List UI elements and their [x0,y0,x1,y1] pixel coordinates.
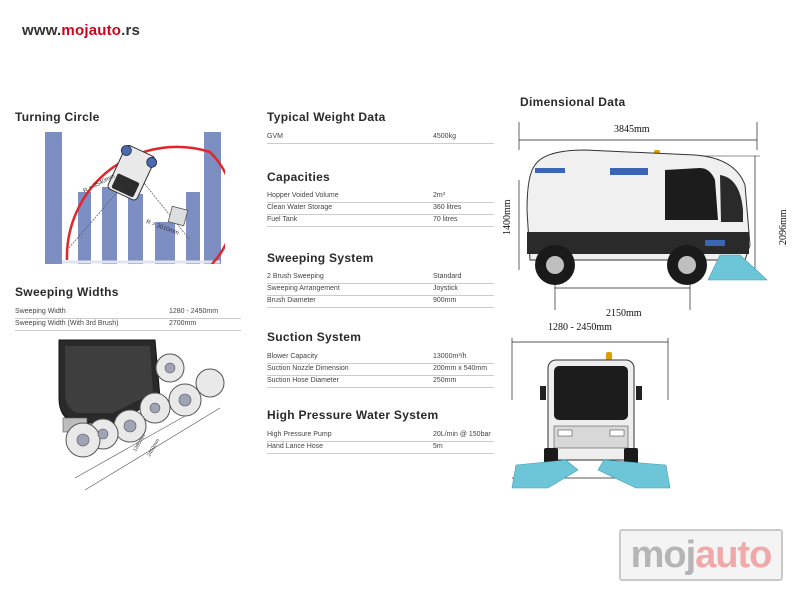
front-view-diagram [508,330,673,490]
table-row: Sweeping Arrangement Joystick [267,283,494,296]
logo-part-a: moj [630,534,697,576]
spec-label: Sweeping Width (With 3rd Brush) [15,318,165,331]
spec-label: Hopper Voided Volume [267,191,429,203]
spec-value: 70 litres [429,214,494,227]
spec-label: GVM [267,132,429,144]
sweeping-widths-diagram [55,338,230,493]
spec-value: 2m³ [429,191,494,203]
hp-water-table: High Pressure Pump 20L/min @ 150bar Hand… [267,430,494,454]
table-row: Sweeping Width (With 3rd Brush) 2700mm [15,318,241,331]
spec-value: 200mm x 540mm [429,363,494,376]
table-row: Fuel Tank 70 litres [267,214,494,227]
dimensional-title: Dimensional Data [520,95,626,109]
turning-circle-title: Turning Circle [15,110,100,124]
spec-value: 4500kg [429,132,494,144]
spec-label: Sweeping Arrangement [267,283,429,296]
spec-label: Suction Nozzle Dimension [267,363,429,376]
sweeping-widths-table: Sweeping Width 1280 - 2450mm Sweeping Wi… [15,307,241,331]
sweeping-system-title: Sweeping System [267,251,374,265]
turning-circle-diagram [40,132,236,265]
suction-system-title: Suction System [267,330,362,344]
spec-label: Hand Lance Hose [267,441,429,454]
wheelbase-dim-label: 2150mm [606,308,642,319]
spec-label: Brush Diameter [267,295,429,308]
table-row: 2 Brush Sweeping Standard [267,272,494,284]
url-prefix: www. [22,22,62,39]
length-dim-label: 3845mm [614,124,650,135]
spec-label: High Pressure Pump [267,430,429,442]
table-row: Blower Capacity 13000m³/h [267,352,494,364]
spec-label: 2 Brush Sweeping [267,272,429,284]
table-row: Clean Water Storage 360 litres [267,202,494,215]
spec-value: 13000m³/h [429,352,494,364]
capacities-title: Capacities [267,170,331,184]
sweep-width-dim-label: 1280 - 2450mm [548,322,612,333]
table-row: Suction Nozzle Dimension 200mm x 540mm [267,363,494,376]
spec-value: 1280 - 2450mm [165,307,241,319]
weight-title: Typical Weight Data [267,110,386,124]
table-row: Brush Diameter 900mm [267,295,494,308]
side-view-diagram [505,120,790,320]
url-brand: mojauto [61,22,122,39]
spec-value: 900mm [429,295,494,308]
sweeping-system-table: 2 Brush Sweeping Standard Sweeping Arran… [267,272,494,308]
body-height-dim-label: 1400mm [502,199,513,235]
spec-value: 5m [429,441,494,454]
table-row: Sweeping Width 1280 - 2450mm [15,307,241,319]
spec-label: Fuel Tank [267,214,429,227]
table-row: Hand Lance Hose 5m [267,441,494,454]
hp-water-title: High Pressure Water System [267,408,439,422]
weight-table: GVM 4500kg [267,132,494,144]
suction-system-table: Blower Capacity 13000m³/h Suction Nozzle… [267,352,494,388]
table-row: High Pressure Pump 20L/min @ 150bar [267,430,494,442]
spec-value: Joystick [429,283,494,296]
spec-label: Sweeping Width [15,307,165,319]
table-row: Suction Hose Diameter 250mm [267,375,494,388]
spec-label: Suction Hose Diameter [267,375,429,388]
spec-value: 360 litres [429,202,494,215]
spec-value: 20L/min @ 150bar [429,430,494,442]
spec-value: 250mm [429,375,494,388]
sweeping-widths-title: Sweeping Widths [15,285,119,299]
spec-label: Clean Water Storage [267,202,429,215]
url-suffix: .rs [121,22,141,39]
table-row: Hopper Voided Volume 2m³ [267,191,494,203]
spec-value: 2700mm [165,318,241,331]
capacities-table: Hopper Voided Volume 2m³ Clean Water Sto… [267,191,494,227]
site-url[interactable]: www.mojauto.rs [22,22,140,39]
logo-part-b: auto [695,534,772,576]
table-row: GVM 4500kg [267,132,494,144]
total-height-dim-label: 2096mm [778,209,789,245]
spec-label: Blower Capacity [267,352,429,364]
spec-value: Standard [429,272,494,284]
